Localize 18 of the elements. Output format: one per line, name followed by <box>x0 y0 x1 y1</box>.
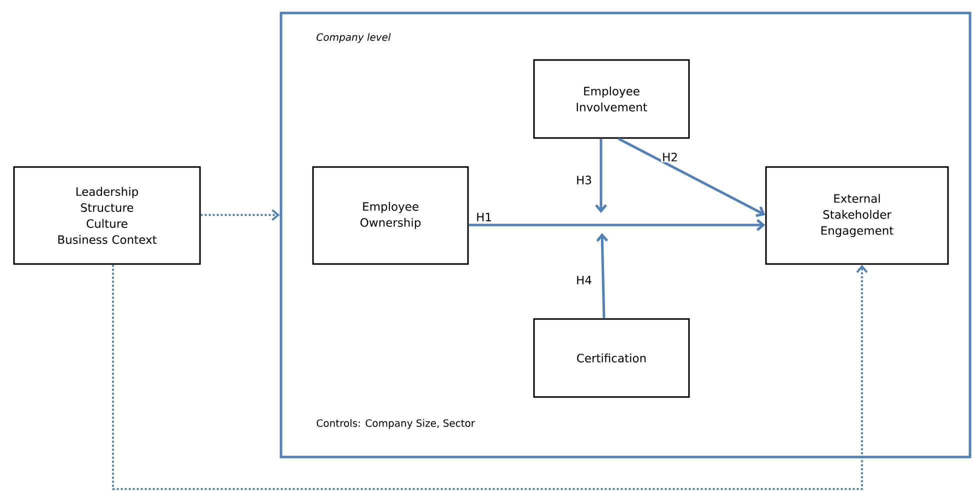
process-box: Employee Ownership <box>312 166 469 265</box>
arrow <box>596 233 608 318</box>
frame-note: Controls: Company Size, Sector <box>316 419 475 429</box>
process-box: Certification <box>533 318 690 398</box>
arrow <box>112 264 868 490</box>
edge-label: H2 <box>661 152 679 162</box>
edge-label: H3 <box>575 174 593 186</box>
arrow <box>200 209 280 221</box>
arrow <box>595 138 607 213</box>
process-box: Employee Involvement <box>533 59 690 139</box>
process-box: Leadership Structure Culture Business Context <box>13 166 201 265</box>
arrow <box>468 219 766 231</box>
edge-label: H4 <box>575 274 593 286</box>
frame-heading: Company level <box>316 33 391 43</box>
edge-label: H1 <box>475 212 493 222</box>
process-box: External Stakeholder Engagement <box>765 166 949 265</box>
group-frame <box>280 12 972 458</box>
arrow <box>618 138 766 217</box>
